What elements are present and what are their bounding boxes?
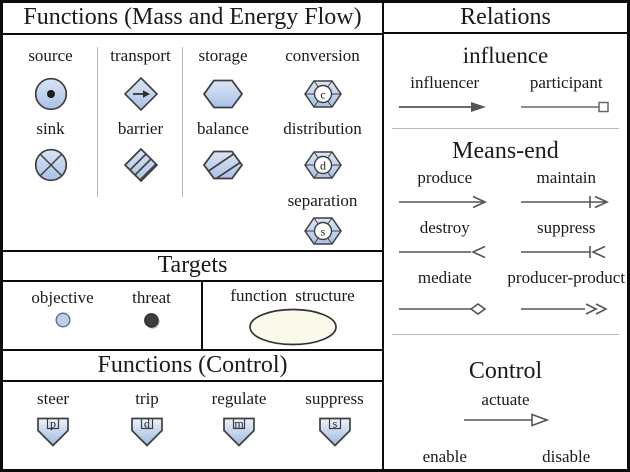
source-icon — [3, 72, 98, 116]
transport-icon — [98, 72, 183, 116]
destroy-arrow-icon — [384, 243, 506, 261]
left-panel: Functions (Mass and Energy Flow) source … — [3, 3, 384, 469]
actuate-label: actuate — [481, 390, 530, 409]
trip-icon: d — [131, 417, 163, 447]
means-end-heading: Means-end — [452, 138, 559, 164]
distribution-letter: d — [320, 159, 326, 173]
control-functions-title: Functions (Control) — [3, 351, 382, 382]
separation-letter: s — [320, 225, 325, 239]
trip-letter: d — [144, 417, 150, 431]
threat-icon — [143, 313, 160, 329]
flow-functions-grid: source transport storage conversion — [3, 35, 382, 252]
steer-item: steer p — [3, 389, 103, 469]
participant-label: participant — [529, 73, 603, 92]
barrier-label: barrier — [117, 119, 164, 138]
suppress-item: suppress s — [287, 389, 382, 469]
targets-row: objective threat function structure — [3, 282, 382, 351]
enable-label: enable — [422, 447, 467, 466]
maintain-arrow-icon — [506, 193, 628, 211]
function-structure-label: function structure — [230, 286, 355, 305]
suppress-icon: s — [318, 417, 351, 447]
flow-functions-title: Functions (Mass and Energy Flow) — [3, 3, 382, 35]
regulate-letter: m — [234, 417, 244, 431]
regulate-icon: m — [223, 417, 255, 447]
influencer-arrow-icon — [384, 98, 506, 116]
function-structure-icon — [248, 308, 337, 346]
mediate-label: mediate — [417, 268, 472, 287]
maintain-label: maintain — [536, 168, 596, 187]
transport-label: transport — [110, 46, 171, 65]
distribution-icon: d — [263, 142, 382, 188]
section-divider — [392, 128, 619, 129]
balance-label: balance — [197, 119, 249, 138]
regulate-label: regulate — [211, 389, 267, 408]
conversion-label: conversion — [285, 46, 360, 65]
produce-label: produce — [417, 168, 473, 187]
steer-icon: p — [37, 417, 69, 447]
steer-letter: p — [50, 417, 56, 431]
participant-arrow-icon — [506, 98, 628, 116]
sink-label: sink — [36, 119, 65, 138]
targets-title: Targets — [3, 252, 382, 282]
objective-icon — [54, 312, 71, 328]
actuate-arrow-icon — [384, 412, 627, 430]
conversion-letter: c — [320, 88, 325, 102]
suppress-label: suppress — [305, 389, 364, 408]
objective-label: objective — [31, 288, 94, 307]
mediate-arrow-icon — [384, 300, 506, 318]
section-divider — [392, 334, 619, 335]
objective-item: objective — [25, 282, 100, 349]
targets-left-cell: objective threat — [3, 282, 203, 349]
relations-panel: Relations influence influencer participa… — [384, 3, 627, 469]
influencer-label: influencer — [410, 73, 480, 92]
trip-item: trip d — [103, 389, 191, 469]
suppress-relation-label: suppress — [536, 218, 596, 237]
balance-icon — [183, 142, 263, 188]
separation-label: separation — [287, 191, 358, 210]
column-divider — [182, 47, 183, 197]
sink-icon — [3, 142, 98, 188]
suppress-letter: s — [332, 417, 337, 431]
producer-product-arrow-icon — [506, 300, 628, 318]
steer-label: steer — [36, 389, 70, 408]
threat-item: threat — [114, 282, 189, 349]
producer-product-label: producer-product — [507, 268, 626, 287]
storage-label: storage — [198, 46, 248, 65]
separation-icon: s — [263, 214, 382, 250]
threat-label: threat — [132, 288, 171, 307]
conversion-icon: c — [263, 72, 382, 116]
influence-heading: influence — [462, 43, 549, 68]
regulate-item: regulate m — [191, 389, 287, 469]
source-label: source — [28, 46, 73, 65]
control-functions-row: steer p trip d regulate — [3, 382, 382, 469]
destroy-label: destroy — [419, 218, 470, 237]
control-heading: Control — [468, 358, 543, 384]
storage-icon — [183, 72, 263, 116]
relations-title: Relations — [384, 3, 627, 34]
distribution-label: distribution — [283, 119, 362, 138]
column-divider — [97, 47, 98, 197]
suppress-arrow-icon — [506, 243, 628, 261]
barrier-icon — [98, 142, 183, 188]
produce-arrow-icon — [384, 193, 506, 211]
trip-label: trip — [135, 389, 159, 408]
function-structure-cell: function structure — [203, 282, 382, 349]
disable-label: disable — [542, 447, 591, 466]
